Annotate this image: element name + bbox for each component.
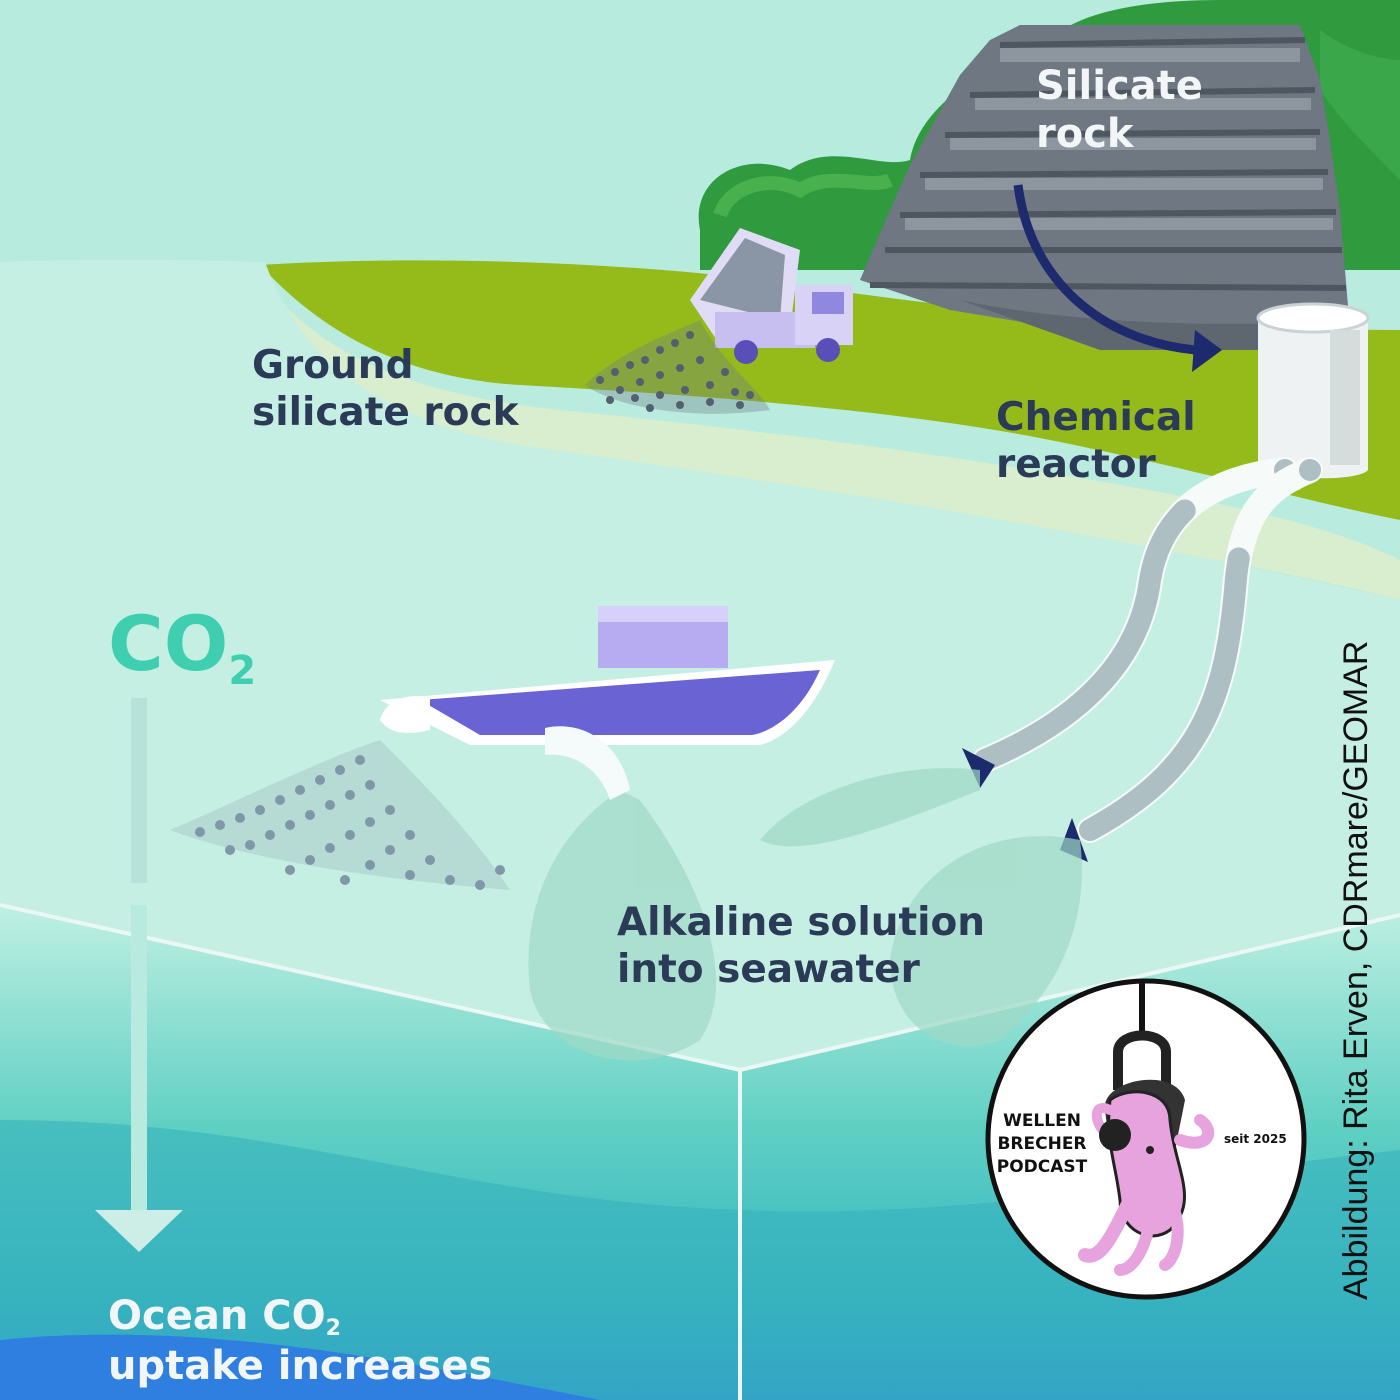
deepest-water-layer <box>0 1334 600 1400</box>
alkaline-plumes <box>528 768 1082 1061</box>
outflow-pipes <box>972 457 1323 843</box>
dump-truck <box>690 228 853 364</box>
quarry <box>860 25 1350 350</box>
label-ocean-line2: uptake increases <box>108 1343 493 1390</box>
ocean-co2-main: Ocean CO <box>108 1293 326 1339</box>
label-ground-line2: silicate rock <box>252 389 519 435</box>
label-co2: CO2 <box>108 598 256 695</box>
quarry-to-reactor-arrow <box>1013 184 1196 355</box>
label-ground-line1: Ground <box>252 343 414 388</box>
podcast-title-line1: WELLEN <box>1003 1111 1081 1131</box>
boat <box>380 606 835 800</box>
label-silicate-rock-line1: Silicate <box>1036 63 1203 109</box>
label-reactor-line2: reactor <box>996 441 1156 487</box>
label-silicate-rock-line2: rock <box>1036 111 1134 157</box>
ocean-co2-subscript: 2 <box>325 1316 341 1341</box>
podcast-title-line2: BRECHER <box>997 1134 1087 1154</box>
arrowhead-icon <box>1192 330 1222 372</box>
rock-spray <box>170 740 510 890</box>
co2-uptake-arrow <box>95 698 183 1252</box>
podcast-logo <box>985 978 1307 1300</box>
label-ground-silicate-rock: Ground silicate rock <box>252 343 519 437</box>
label-alkaline-line1: Alkaline solution <box>617 900 986 945</box>
podcast-title-line3: PODCAST <box>996 1157 1088 1177</box>
label-silicate-rock: Silicate rock <box>1036 62 1203 158</box>
pipe-outlet-arrow-icon <box>962 748 995 788</box>
podcast-title: WELLEN BRECHER PODCAST <box>992 1110 1092 1179</box>
label-reactor-line1: Chemical <box>996 395 1196 440</box>
image-credit: Abbildung: Rita Erven, CDRmare/GEOMAR <box>1337 640 1375 1300</box>
co2-main: CO <box>108 599 229 688</box>
ground-rock-pile <box>585 320 770 414</box>
label-ocean-line1: Ocean CO2 <box>108 1292 492 1342</box>
label-chemical-reactor: Chemical reactor <box>996 395 1196 489</box>
chemical-reactor <box>1256 302 1370 490</box>
label-ocean-uptake: Ocean CO2 uptake increases <box>108 1292 492 1390</box>
label-alkaline-solution: Alkaline solution into seawater <box>617 900 985 994</box>
label-alkaline-line2: into seawater <box>617 946 920 992</box>
deep-water-layer <box>0 1120 1400 1400</box>
beach <box>270 290 1400 600</box>
co2-subscript: 2 <box>228 648 257 694</box>
podcast-since: seit 2025 <box>1224 1132 1287 1146</box>
